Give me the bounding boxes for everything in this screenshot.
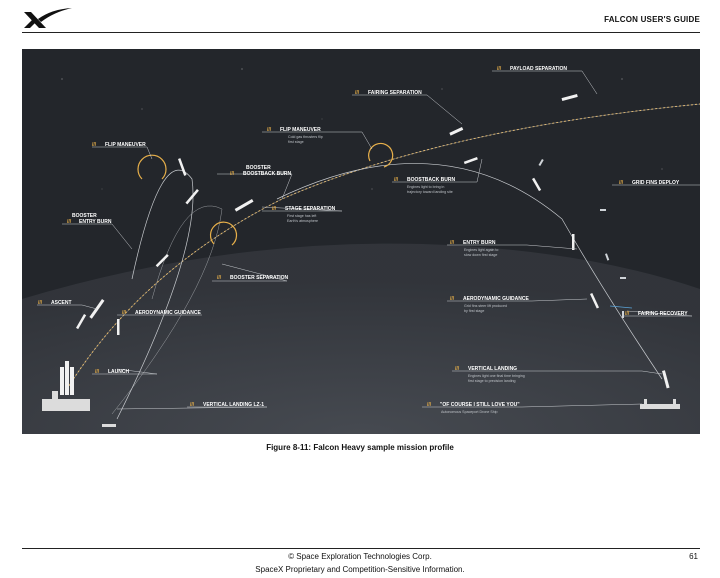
sub-flip-center-2: first stage <box>288 140 304 144</box>
sub-entry-2: slow down first stage <box>464 253 497 257</box>
svg-text:///: /// <box>497 66 502 72</box>
guide-title: FALCON USER'S GUIDE <box>604 15 700 24</box>
page-number: 61 <box>689 552 698 561</box>
sub-aero-right-1: Grid fins steer lift produced <box>464 304 507 308</box>
sub-vertical-2: first stage to precision landing <box>468 379 516 383</box>
label-ascent: ASCENT <box>51 300 72 306</box>
svg-text:///: /// <box>190 402 195 408</box>
leader-lines <box>37 70 700 410</box>
sub-of-course: Autonomous Spaceport Drone Ship <box>441 410 498 414</box>
spacex-x-logo <box>24 8 72 28</box>
label-entry-burn: ENTRY BURN <box>463 240 496 246</box>
label-stage-separation: STAGE SEPARATION <box>285 206 336 212</box>
header-rule <box>22 32 700 33</box>
svg-text:///: /// <box>122 310 127 316</box>
svg-text:///: /// <box>67 219 72 225</box>
svg-text:///: /// <box>217 275 222 281</box>
flip-arc-center <box>368 142 394 168</box>
label-vertical-landing-lz1: VERTICAL LANDING LZ-1 <box>203 402 264 408</box>
sub-aero-right-2: by first stage <box>464 309 484 313</box>
sub-stage-sep-1: First stage has left <box>287 214 316 218</box>
label-booster-separation: BOOSTER SEPARATION <box>230 275 289 281</box>
label-vertical-landing: VERTICAL LANDING <box>468 366 517 372</box>
label-of-course: "OF COURSE I STILL LOVE YOU" <box>440 402 520 408</box>
rocket-stages <box>60 93 670 395</box>
sub-flip-center-1: Cold gas thrusters flip <box>288 135 323 139</box>
landing-zone <box>102 424 116 427</box>
label-aero-guidance-left: AERODYNAMIC GUIDANCE <box>135 310 202 316</box>
svg-text:///: /// <box>450 240 455 246</box>
first-stage-trajectory <box>276 163 663 380</box>
sub-boostback-1: Engines light to bring in <box>407 185 444 189</box>
footer-copyright: © Space Exploration Technologies Corp. <box>288 552 432 561</box>
figure-caption: Figure 8-11: Falcon Heavy sample mission… <box>266 443 454 452</box>
drone-ship <box>640 399 680 409</box>
mission-profile-figure: /// PAYLOAD SEPARATION /// FAIRING SEPAR… <box>22 49 700 434</box>
svg-text:///: /// <box>230 171 235 177</box>
sub-vertical-1: Engines light one final time bringing <box>468 374 525 378</box>
label-booster-boostback-1: BOOSTER <box>246 165 271 171</box>
label-grid-fins-deploy: GRID FINS DEPLOY <box>632 180 680 186</box>
mission-profile-diagram: /// PAYLOAD SEPARATION /// FAIRING SEPAR… <box>22 66 700 434</box>
launch-pad <box>42 391 90 411</box>
svg-text:///: /// <box>355 90 360 96</box>
svg-text:///: /// <box>95 369 100 375</box>
label-booster-entry-2: ENTRY BURN <box>79 219 112 225</box>
stars <box>61 68 663 190</box>
svg-text:///: /// <box>267 127 272 133</box>
earth-surface <box>22 243 700 434</box>
fairing-recovery-vessel <box>609 305 633 309</box>
label-booster-boostback-2: BOOSTBACK BURN <box>243 171 291 177</box>
svg-text:///: /// <box>427 402 432 408</box>
label-payload-separation: PAYLOAD SEPARATION <box>510 66 567 72</box>
flip-arc-left <box>137 154 167 180</box>
fairing-pieces <box>538 159 626 318</box>
label-fairing-recovery: FAIRING RECOVERY <box>638 311 688 317</box>
svg-text:///: /// <box>450 296 455 302</box>
label-flip-maneuver-left: FLIP MANEUVER <box>105 142 146 148</box>
svg-text:///: /// <box>619 180 624 186</box>
label-fairing-separation: FAIRING SEPARATION <box>368 90 422 96</box>
svg-text:///: /// <box>394 177 399 183</box>
page-header: FALCON USER'S GUIDE <box>22 6 700 32</box>
label-aero-guidance-right: AERODYNAMIC GUIDANCE <box>463 296 530 302</box>
svg-text:///: /// <box>38 300 43 306</box>
sub-entry-1: Engines light again to <box>464 248 498 252</box>
svg-text:///: /// <box>92 142 97 148</box>
svg-text:///: /// <box>455 366 460 372</box>
svg-text:///: /// <box>272 206 277 212</box>
footer-notice: SpaceX Proprietary and Competition-Sensi… <box>255 565 465 574</box>
sub-boostback-2: trajectory toward landing site <box>407 190 453 194</box>
footer-rule <box>22 548 700 549</box>
sub-stage-sep-2: Earth's atmosphere <box>287 219 318 223</box>
booster-trajectory <box>116 169 194 420</box>
label-booster-entry-1: BOOSTER <box>72 213 97 219</box>
label-launch: LAUNCH <box>108 369 129 375</box>
label-boostback-burn: BOOSTBACK BURN <box>407 177 455 183</box>
svg-text:///: /// <box>625 311 630 317</box>
flip-arc-booster <box>209 221 238 246</box>
label-flip-maneuver-center: FLIP MANEUVER <box>280 127 321 133</box>
